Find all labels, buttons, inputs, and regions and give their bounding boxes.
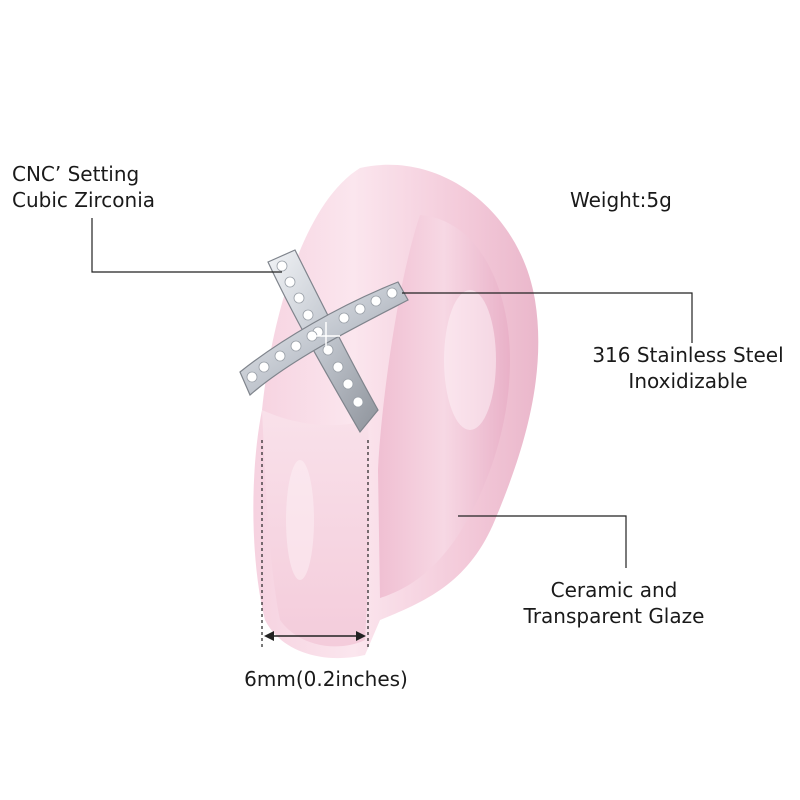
- ceramic-label: Ceramic and Transparent Glaze: [508, 577, 720, 629]
- glaze-highlight-2: [286, 460, 314, 580]
- ceramic-ring: [253, 164, 539, 659]
- callout-lines: [91, 218, 693, 650]
- steel-label: 316 Stainless Steel Inoxidizable: [578, 342, 798, 394]
- width-label: 6mm(0.2inches): [244, 667, 408, 691]
- zirconia-label-line1: CNC’ Setting: [12, 162, 140, 186]
- weight-label: Weight:5g: [570, 188, 672, 212]
- zirconia-label-line2: Cubic Zirconia: [12, 188, 156, 212]
- ring-front-face: [262, 410, 370, 647]
- ceramic-label-line2: Transparent Glaze: [523, 604, 705, 628]
- glaze-highlight: [444, 290, 496, 430]
- width-arrow: [264, 631, 366, 641]
- cross-setting: [239, 249, 409, 434]
- ceramic-label-line1: Ceramic and: [550, 578, 678, 602]
- steel-label-line2: Inoxidizable: [628, 369, 748, 393]
- sparkle-icon: [312, 322, 340, 350]
- cross-arm-2: [239, 281, 409, 396]
- zirconia-leader: [91, 218, 282, 273]
- steel-leader: [402, 292, 693, 343]
- zirconia-label: CNC’ Setting Cubic Zirconia: [12, 161, 155, 213]
- ceramic-leader: [458, 515, 627, 568]
- steel-label-line1: 316 Stainless Steel: [592, 343, 784, 367]
- zirconia-stones: [246, 260, 398, 408]
